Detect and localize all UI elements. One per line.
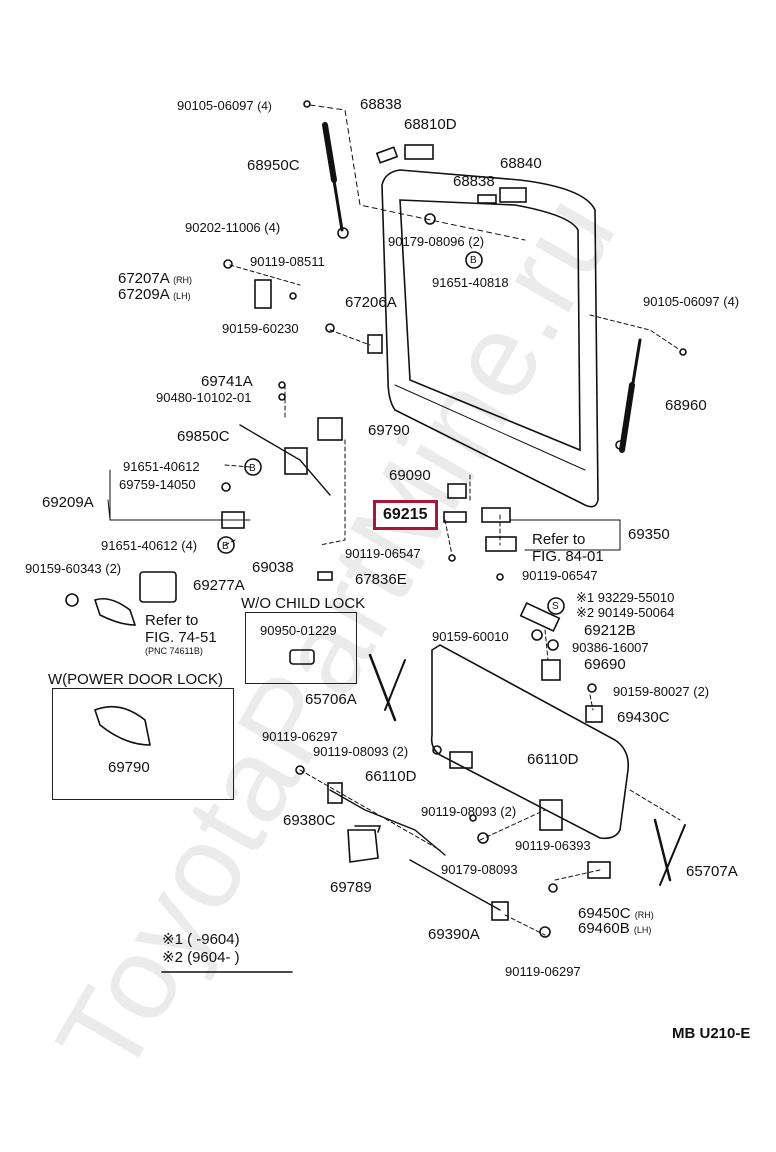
label-69741A: 69741A [201,373,253,390]
label-w-power-door-lock: W(POWER DOOR LOCK) [48,671,223,688]
label-90119-08093-b: 90119-08093 (2) [421,804,517,819]
label-67206A: 67206A [345,294,397,311]
label-90119-06547-a: 90119-06547 [345,546,421,561]
label-90179-08093: 90179-08093 [441,862,518,877]
label-90105-06097: 90105-06097 (4) [177,98,272,113]
label-68838-b: 68838 [453,173,495,190]
label-wo-child-lock: W/O CHILD LOCK [241,595,366,612]
label-69090: 69090 [389,467,431,484]
label-69790-b: 69790 [108,759,150,776]
circle-B-2: B [249,463,256,474]
label-69390A: 69390A [428,926,480,943]
label-69450C: 69450C (RH) [578,905,654,922]
label-68838-a: 68838 [360,96,402,113]
label-69212B: 69212B [584,622,636,639]
label-66110D-a: 66110D [365,768,417,785]
label-90119-08093-a: 90119-08093 (2) [313,744,409,759]
label-90119-06297-b: 90119-06297 [505,964,581,979]
label-68810D: 68810D [404,116,457,133]
label-67207A: 67207A (RH) [118,270,193,287]
label-69850C: 69850C [177,428,230,445]
label-90159-60343: 90159-60343 (2) [25,561,122,576]
label-90159-60230: 90159-60230 [222,321,299,336]
label-69789: 69789 [330,879,372,896]
label-69690: 69690 [584,656,626,673]
label-69790-a: 69790 [368,422,410,439]
label-90119-06393: 90119-06393 [515,838,591,853]
legend-1: ※1 ( -9604) [162,931,240,948]
label-69350: 69350 [628,526,670,543]
label-69209A: 69209A [42,494,94,511]
label-91651-40612-b: 91651-40612 (4) [101,538,198,553]
label-65706A: 65706A [305,691,357,708]
circle-S: S [552,601,559,612]
label-69759-14050: 69759-14050 [119,477,196,492]
legend-2: ※2 (9604- ) [162,949,240,966]
wo-child-lock-box [245,612,357,684]
label-90159-80027: 90159-80027 (2) [613,684,710,699]
label-fig-74-51[interactable]: FIG. 74-51 [145,629,217,646]
label-90149-50064: ※2 90149-50064 [576,605,675,620]
label-68960: 68960 [665,397,707,414]
label-69038: 69038 [252,559,294,576]
circle-B-3: B [222,541,229,552]
label-91651-40612: 91651-40612 [123,459,200,474]
label-90159-60010: 90159-60010 [432,629,509,644]
label-93229-55010: ※1 93229-55010 [576,590,675,605]
label-66110D-b: 66110D [527,751,579,768]
label-69430C: 69430C [617,709,670,726]
label-69380C: 69380C [283,812,336,829]
circle-B-1: B [470,255,477,266]
label-90119-06297-a: 90119-06297 [262,729,338,744]
label-69460B: 69460B (LH) [578,920,652,937]
label-68840: 68840 [500,155,542,172]
label-90202-11006: 90202-11006 (4) [185,220,281,235]
label-65707A: 65707A [686,863,738,880]
label-90105-06097-b: 90105-06097 (4) [643,294,740,309]
label-69215-highlighted[interactable]: 69215 [373,500,438,530]
label-67836E: 67836E [355,571,407,588]
power-door-lock-box [52,688,234,800]
label-90950-01229: 90950-01229 [260,623,337,638]
label-pnc-74611B: (PNC 74611B) [145,646,203,656]
label-67209A: 67209A (LH) [118,286,191,303]
footer-code: MB U210-E [672,1025,751,1042]
label-69277A: 69277A [193,577,245,594]
label-91651-40818: 91651-40818 [432,275,509,290]
label-fig-84-01[interactable]: FIG. 84-01 [532,548,604,565]
label-refer-to-1: Refer to [532,531,586,548]
label-90179-08096: 90179-08096 (2) [388,234,485,249]
label-90480-10102-01: 90480-10102-01 [156,390,252,405]
label-90119-08511: 90119-08511 [250,254,325,269]
label-68950C: 68950C [247,157,300,174]
label-90386-16007: 90386-16007 [572,640,649,655]
label-90119-06547-b: 90119-06547 [522,568,598,583]
label-refer-to-2: Refer to [145,612,199,629]
